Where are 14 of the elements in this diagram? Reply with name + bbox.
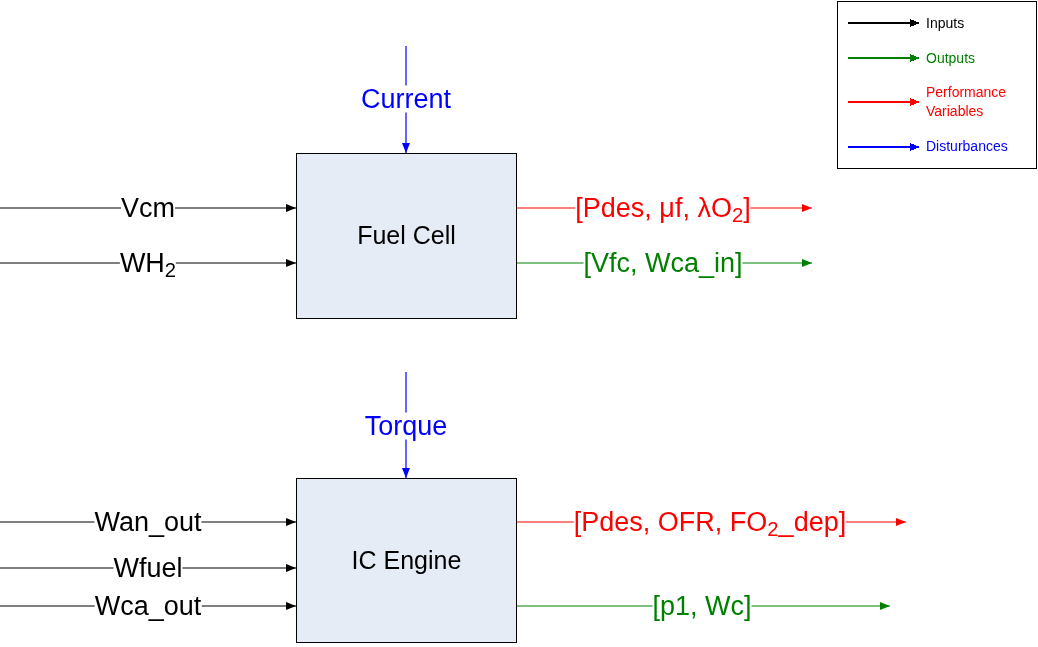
- legend-label: Outputs: [926, 48, 977, 68]
- legend-label: Performance Variables: [926, 83, 1008, 122]
- legend-label: Disturbances: [926, 137, 1009, 157]
- edge-label: [Pdes, μf, λO$_{2}$]: [575, 194, 751, 222]
- edge-label: [Vfc, Wca_in]: [583, 249, 743, 277]
- edge-label: Current: [361, 85, 451, 113]
- process-box: [296, 478, 517, 643]
- edge-label: [p1, Wc]: [652, 592, 752, 620]
- edge-label: [Pdes, OFR, FO$_{2}$_dep]: [573, 508, 847, 536]
- edge-label: Torque: [364, 412, 448, 440]
- box-label: IC Engine: [351, 544, 462, 576]
- process-box: [296, 153, 517, 319]
- box-label: Fuel Cell: [357, 220, 456, 252]
- legend-label: Inputs: [926, 13, 966, 33]
